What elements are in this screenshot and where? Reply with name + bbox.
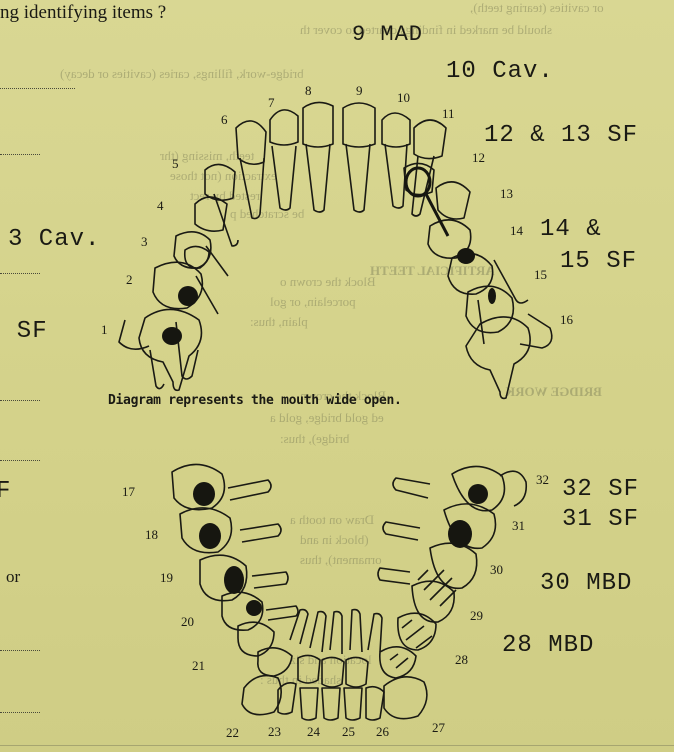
tooth-number-label: 16 xyxy=(560,312,573,328)
tooth-number-label: 19 xyxy=(160,570,173,586)
tooth-number-label: 7 xyxy=(268,95,275,111)
tooth-number-label: 11 xyxy=(442,106,455,122)
diagram-caption: Diagram represents the mouth wide open. xyxy=(108,393,402,408)
tooth-number-label: 13 xyxy=(500,186,513,202)
tooth-number-label: 25 xyxy=(342,724,355,740)
tooth-number-label: 21 xyxy=(192,658,205,674)
tooth-number-label: 29 xyxy=(470,608,483,624)
tooth-number-label: 26 xyxy=(376,724,389,740)
tooth-number-label: 31 xyxy=(512,518,525,534)
tooth-number-label: 20 xyxy=(181,614,194,630)
tooth-number-label: 14 xyxy=(510,223,523,239)
tooth-number-label: 3 xyxy=(141,234,148,250)
tooth-number-label: 18 xyxy=(145,527,158,543)
tooth-number-label: 2 xyxy=(126,272,133,288)
tooth-number-label: 10 xyxy=(397,90,410,106)
tooth-number-label: 27 xyxy=(432,720,445,736)
tooth-number-label: 15 xyxy=(534,267,547,283)
tooth-number-label: 6 xyxy=(221,112,228,128)
tooth-number-label: 8 xyxy=(305,83,312,99)
tooth-number-label: 32 xyxy=(536,472,549,488)
tooth-number-label: 9 xyxy=(356,83,363,99)
tooth-number-label: 22 xyxy=(226,725,239,741)
tooth-number-label: 23 xyxy=(268,724,281,740)
tooth-number-label: 24 xyxy=(307,724,320,740)
tooth-number-label: 5 xyxy=(172,156,179,172)
tooth-number-label: 28 xyxy=(455,652,468,668)
tooth-number-label: 12 xyxy=(472,150,485,166)
tooth-number-label: 17 xyxy=(122,484,135,500)
tooth-number-label: 1 xyxy=(101,322,108,338)
tooth-number-label: 30 xyxy=(490,562,503,578)
tooth-number-label: 4 xyxy=(157,198,164,214)
